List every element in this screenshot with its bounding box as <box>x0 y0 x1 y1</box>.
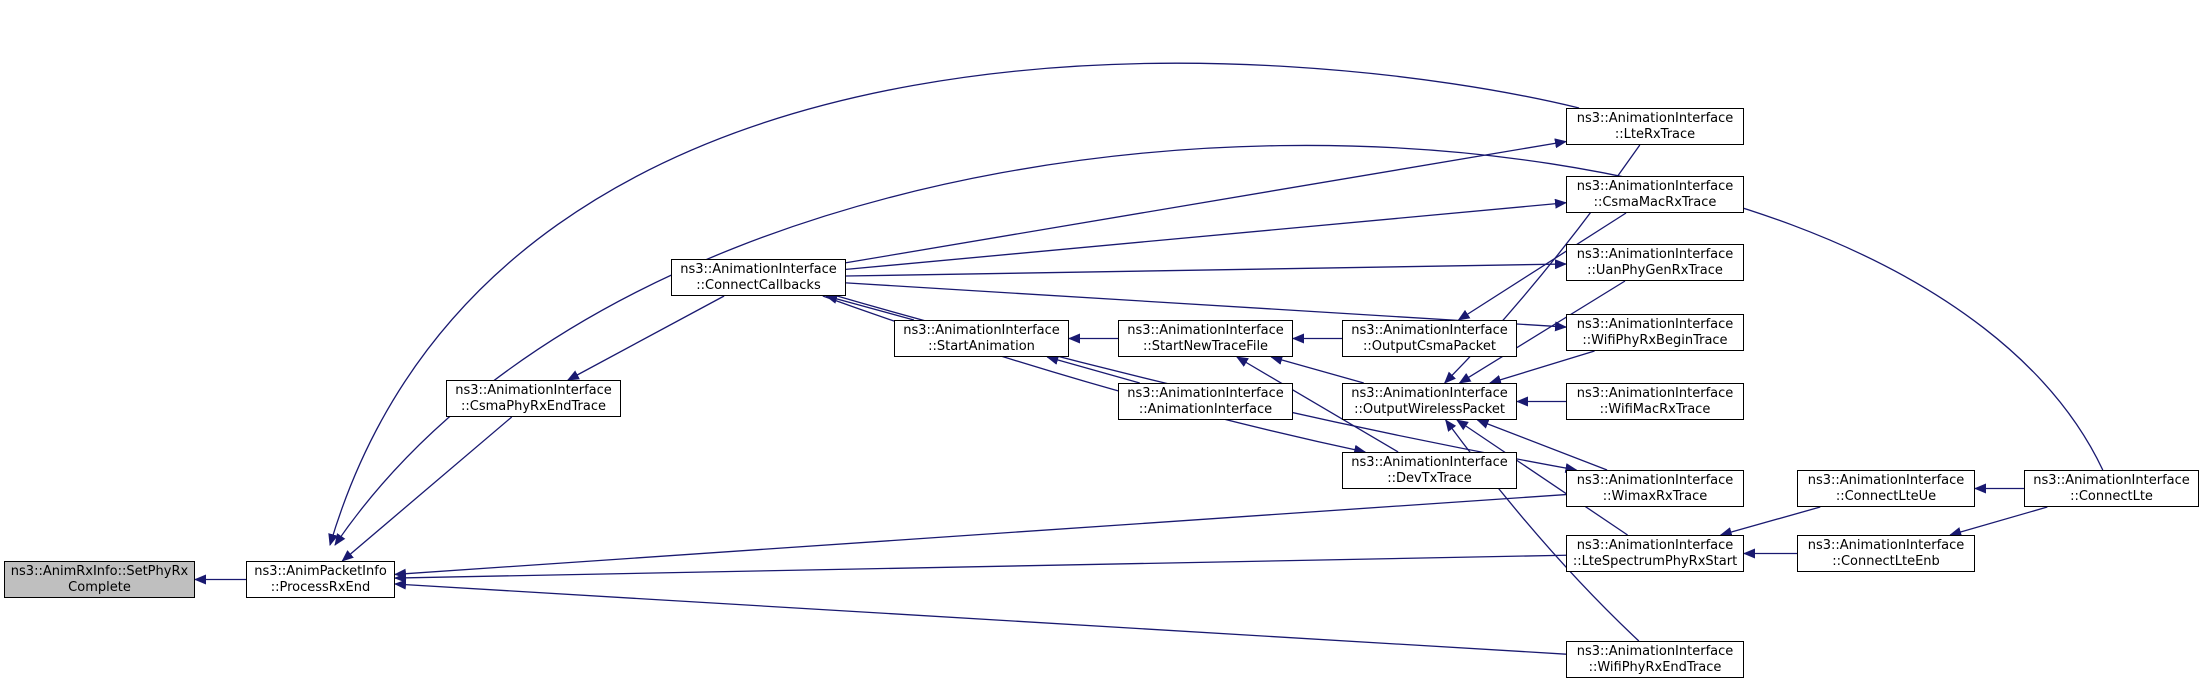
node-process-rx-end[interactable]: ns3::AnimPacketInfo ::ProcessRxEnd <box>246 561 395 598</box>
node-csma-phy-rx-end-trace[interactable]: ns3::AnimationInterface ::CsmaPhyRxEndTr… <box>446 380 621 417</box>
edge-output-wireless-packet-to-start-new-trace-file <box>1270 355 1364 384</box>
node-connect-callbacks[interactable]: ns3::AnimationInterface ::ConnectCallbac… <box>671 259 846 296</box>
node-label-line-1: ns3::AnimationInterface <box>1351 454 1508 470</box>
edge-connect-lte-to-connect-lte-enb <box>1949 506 2048 537</box>
node-wifi-phy-rx-end-trace[interactable]: ns3::AnimationInterface ::WifiPhyRxEndTr… <box>1566 641 1744 678</box>
node-label-line-2: ::WifiMacRxTrace <box>1599 401 1711 417</box>
node-label-line-2: ::OutputWirelessPacket <box>1354 401 1505 417</box>
edge-lte-spectrum-phy-rx-start-to-process-rx-end <box>394 554 1567 583</box>
node-label-line-1: ns3::AnimationInterface <box>1576 110 1734 126</box>
edge-connect-lte-to-process-rx-end <box>334 144 2104 546</box>
edge-uan-phy-gen-rx-trace-to-output-wireless-packet <box>1458 280 1626 384</box>
edge-lte-spectrum-phy-rx-start-to-output-wireless-packet <box>1456 419 1628 536</box>
node-label-line-1: ns3::AnimationInterface <box>1576 643 1734 659</box>
node-label-line-1: ns3::AnimationInterface <box>680 261 837 277</box>
node-label-line-1: ns3::AnimationInterface <box>1576 537 1734 553</box>
node-label-line-2: ::OutputCsmaPacket <box>1363 338 1496 354</box>
node-label-line-2: ::CsmaPhyRxEndTrace <box>461 398 606 414</box>
node-label-line-1: ns3::AnimRxInfo::SetPhyRx <box>10 563 189 579</box>
edge-wifi-phy-rx-begin-trace-to-output-wireless-packet <box>1489 350 1595 385</box>
node-lte-spectrum-phy-rx-start[interactable]: ns3::AnimationInterface ::LteSpectrumPhy… <box>1566 535 1744 572</box>
node-label-line-1: ns3::AnimationInterface <box>1576 316 1734 332</box>
node-label-line-1: ns3::AnimationInterface <box>2033 472 2190 488</box>
node-label-line-2: ::StartAnimation <box>928 338 1035 354</box>
node-label-line-1: ns3::AnimationInterface <box>1576 472 1734 488</box>
edge-csma-phy-rx-end-trace-to-process-rx-end <box>341 416 513 562</box>
edge-connect-callbacks-to-csma-phy-rx-end-trace <box>567 295 725 381</box>
edge-animation-interface-ctor-to-start-animation <box>1046 355 1140 384</box>
node-label-line-1: ns3::AnimationInterface <box>1351 322 1508 338</box>
node-wimax-rx-trace[interactable]: ns3::AnimationInterface ::WimaxRxTrace <box>1566 470 1744 507</box>
node-label-line-2: ::CsmaMacRxTrace <box>1593 194 1717 210</box>
edge-connect-callbacks-to-csma-mac-rx-trace <box>845 198 1567 271</box>
node-label-line-1: ns3::AnimationInterface <box>455 382 612 398</box>
node-label-line-2: ::ConnectLteEnb <box>1832 553 1940 569</box>
node-label-line-2: ::WifiPhyRxEndTrace <box>1588 659 1722 675</box>
edge-wimax-rx-trace-to-output-wireless-packet <box>1476 419 1608 471</box>
node-label-line-1: ns3::AnimationInterface <box>903 322 1060 338</box>
edge-lte-rx-trace-to-process-rx-end <box>328 62 1580 546</box>
edge-dev-tx-trace-to-start-new-trace-file <box>1236 356 1399 453</box>
node-label-line-1: ns3::AnimationInterface <box>1807 537 1965 553</box>
node-dev-tx-trace[interactable]: ns3::AnimationInterface ::DevTxTrace <box>1342 452 1517 489</box>
node-label-line-2: Complete <box>68 579 131 595</box>
node-label-line-2: ::ConnectLteUe <box>1835 488 1937 504</box>
node-set-phy-rx-complete: ns3::AnimRxInfo::SetPhyRx Complete <box>4 561 195 598</box>
node-label-line-2: ::DevTxTrace <box>1387 470 1472 486</box>
edge-connect-callbacks-to-uan-phy-gen-rx-trace <box>845 259 1567 277</box>
edge-connect-lte-ue-to-lte-spectrum-phy-rx-start <box>1719 506 1821 537</box>
node-output-csma-packet[interactable]: ns3::AnimationInterface ::OutputCsmaPack… <box>1342 320 1517 357</box>
edge-wifi-phy-rx-end-trace-to-process-rx-end <box>394 579 1567 655</box>
node-label-line-2: ::ConnectLte <box>2070 488 2153 504</box>
node-wifi-mac-rx-trace[interactable]: ns3::AnimationInterface ::WifiMacRxTrace <box>1566 383 1744 420</box>
edge-connect-callbacks-to-lte-rx-trace <box>845 138 1567 264</box>
node-label-line-1: ns3::AnimationInterface <box>1351 385 1508 401</box>
node-uan-phy-gen-rx-trace[interactable]: ns3::AnimationInterface ::UanPhyGenRxTra… <box>1566 244 1744 281</box>
node-label-line-2: ::LteRxTrace <box>1614 126 1696 142</box>
node-label-line-2: ::AnimationInterface <box>1138 401 1273 417</box>
node-connect-lte-ue[interactable]: ns3::AnimationInterface ::ConnectLteUe <box>1797 470 1975 507</box>
edge-csma-mac-rx-trace-to-output-csma-packet <box>1457 212 1627 321</box>
node-label-line-2: ::WifiPhyRxBeginTrace <box>1582 332 1728 348</box>
node-label-line-2: ::StartNewTraceFile <box>1142 338 1269 354</box>
node-label-line-1: ns3::AnimationInterface <box>1576 178 1734 194</box>
node-start-new-trace-file[interactable]: ns3::AnimationInterface ::StartNewTraceF… <box>1118 320 1293 357</box>
node-start-animation[interactable]: ns3::AnimationInterface ::StartAnimation <box>894 320 1069 357</box>
node-label-line-1: ns3::AnimationInterface <box>1576 246 1734 262</box>
node-output-wireless-packet[interactable]: ns3::AnimationInterface ::OutputWireless… <box>1342 383 1517 420</box>
node-label-line-1: ns3::AnimationInterface <box>1127 385 1284 401</box>
edge-start-animation-to-connect-callbacks <box>825 294 915 321</box>
edge-wimax-rx-trace-to-process-rx-end <box>394 493 1567 579</box>
node-animation-interface-ctor[interactable]: ns3::AnimationInterface ::AnimationInter… <box>1118 383 1293 420</box>
node-label-line-2: ::ConnectCallbacks <box>696 277 821 293</box>
node-label-line-1: ns3::AnimationInterface <box>1127 322 1284 338</box>
node-label-line-2: ::UanPhyGenRxTrace <box>1587 262 1723 278</box>
node-label-line-1: ns3::AnimPacketInfo <box>254 563 387 579</box>
node-label-line-2: ::ProcessRxEnd <box>270 579 371 595</box>
node-label-line-2: ::WimaxRxTrace <box>1602 488 1708 504</box>
node-connect-lte[interactable]: ns3::AnimationInterface ::ConnectLte <box>2024 470 2199 507</box>
node-connect-lte-enb[interactable]: ns3::AnimationInterface ::ConnectLteEnb <box>1797 535 1975 572</box>
node-lte-rx-trace[interactable]: ns3::AnimationInterface ::LteRxTrace <box>1566 108 1744 145</box>
node-wifi-phy-rx-begin-trace[interactable]: ns3::AnimationInterface ::WifiPhyRxBegin… <box>1566 314 1744 351</box>
node-label-line-1: ns3::AnimationInterface <box>1576 385 1734 401</box>
node-csma-mac-rx-trace[interactable]: ns3::AnimationInterface ::CsmaMacRxTrace <box>1566 176 1744 213</box>
node-label-line-2: ::LteSpectrumPhyRxStart <box>1572 553 1738 569</box>
node-label-line-1: ns3::AnimationInterface <box>1807 472 1965 488</box>
